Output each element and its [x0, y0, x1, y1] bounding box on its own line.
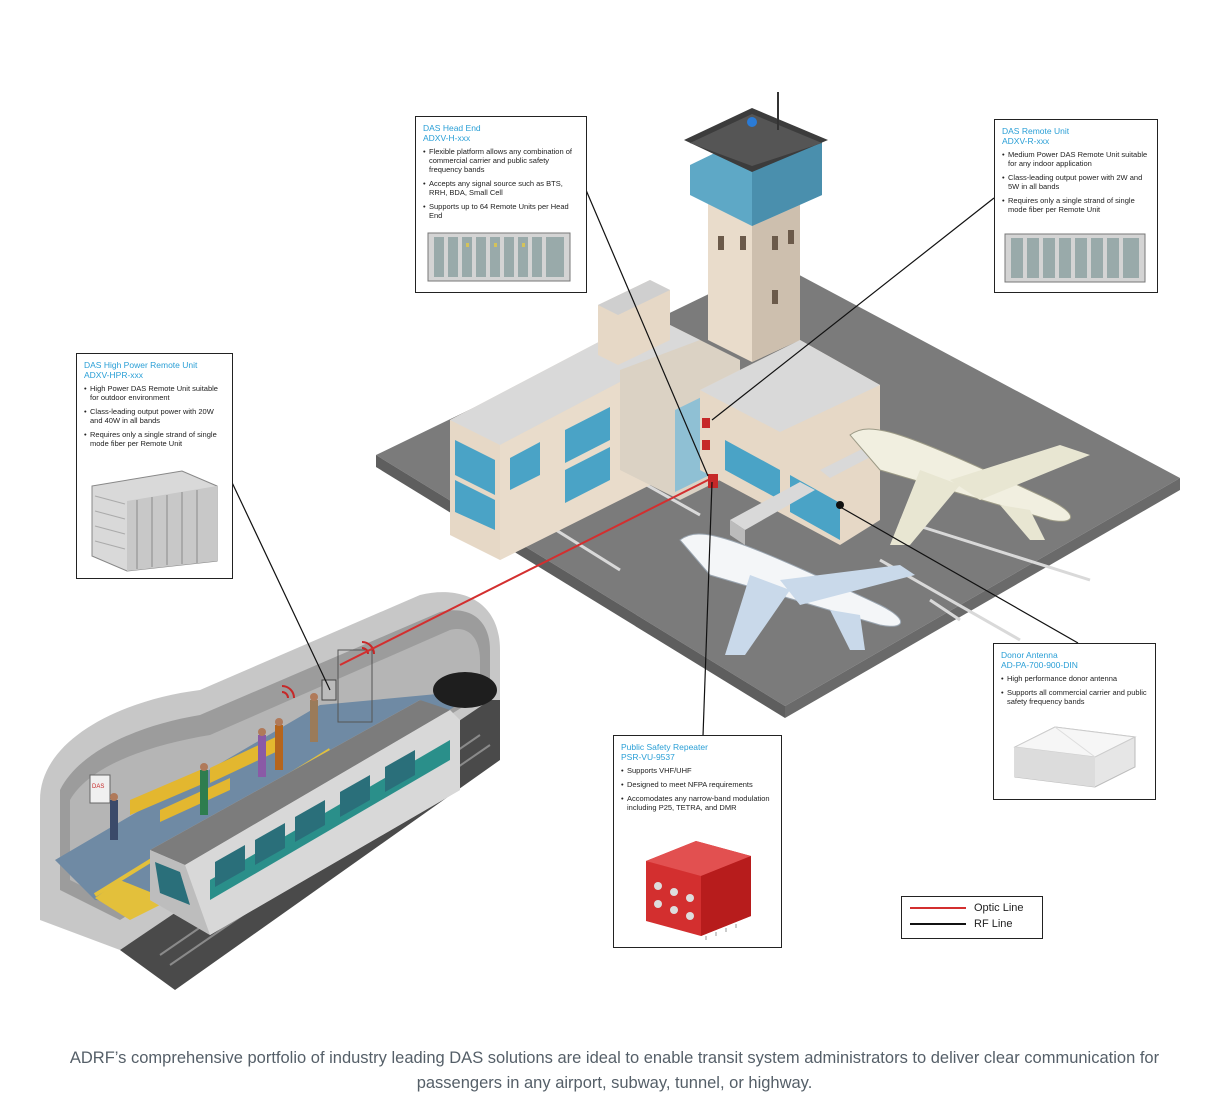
callout-bullet: High Power DAS Remote Unit suitable for …: [84, 384, 225, 402]
callout-bullet: Medium Power DAS Remote Unit suitable fo…: [1002, 150, 1150, 168]
optic-line-swatch: [910, 907, 966, 909]
callout-bullet: High performance donor antenna: [1001, 674, 1148, 683]
repeater-unit-image: [646, 841, 751, 940]
callout-title: DAS Remote Unit: [1002, 126, 1070, 136]
callout-head-end: DAS Head End ADXV-H-xxx Flexible platfor…: [415, 116, 587, 293]
airplane-right: [849, 428, 1090, 545]
callout-bullet: Class-leading output power with 20W and …: [84, 407, 225, 425]
callout-model: PSR-VU-9537: [621, 752, 675, 762]
callout-model: AD-PA-700-900-DIN: [1001, 660, 1078, 670]
callout-model: ADXV-H-xxx: [423, 133, 471, 143]
callout-model: ADXV-HPR-xxx: [84, 370, 144, 380]
callout-model: ADXV-R-xxx: [1002, 136, 1050, 146]
terminal-building: [450, 280, 880, 560]
callout-title: DAS Head End: [423, 123, 481, 133]
callout-bullet: Supports VHF/UHF: [621, 766, 774, 775]
callout-title: Public Safety Repeater: [621, 742, 708, 752]
callout-public-safety-repeater: Public Safety Repeater PSR-VU-9537 Suppo…: [613, 735, 782, 948]
callout-bullet: Designed to meet NFPA requirements: [621, 780, 774, 789]
subway-sign-text: DAS: [92, 784, 104, 790]
callout-bullet: Supports up to 64 Remote Units per Head …: [423, 202, 579, 220]
callout-high-power-remote-unit: DAS High Power Remote Unit ADXV-HPR-xxx …: [76, 353, 233, 579]
remote-unit-rack-image: [1004, 233, 1146, 283]
callout-title: DAS High Power Remote Unit: [84, 360, 198, 370]
callout-bullet: Class-leading output power with 2W and 5…: [1002, 173, 1150, 191]
high-power-unit-image: [91, 470, 218, 572]
rf-signal-icons: [281, 641, 375, 699]
control-tower: [684, 92, 828, 362]
callout-bullet: Supports all commercial carrier and publ…: [1001, 688, 1148, 706]
callout-bullet: Accomodates any narrow-band modulation i…: [621, 794, 774, 812]
head-end-marker: [708, 474, 718, 488]
legend: Optic Line RF Line: [901, 896, 1043, 939]
rf-line-swatch: [910, 923, 966, 925]
callout-bullet: Flexible platform allows any combination…: [423, 147, 579, 174]
legend-optic-label: Optic Line: [974, 902, 1024, 914]
airplane-left: [679, 533, 915, 655]
callout-bullet: Requires only a single strand of single …: [1002, 196, 1150, 214]
subway-station: DAS: [40, 592, 500, 990]
donor-antenna-image: [1013, 726, 1137, 788]
rf-leader-lines: [227, 189, 1079, 737]
legend-row-rf: RF Line: [910, 918, 1013, 930]
legend-rf-label: RF Line: [974, 918, 1013, 930]
legend-row-optic: Optic Line: [910, 902, 1024, 914]
callout-bullet: Accepts any signal source such as BTS, R…: [423, 179, 579, 197]
callout-remote-unit: DAS Remote Unit ADXV-R-xxx Medium Power …: [994, 119, 1158, 293]
callout-bullet: Requires only a single strand of single …: [84, 430, 225, 448]
callout-donor-antenna: Donor Antenna AD-PA-700-900-DIN High per…: [993, 643, 1156, 800]
optic-line: [339, 477, 713, 666]
head-end-rack-image: [427, 232, 571, 282]
caption: ADRF’s comprehensive portfolio of indust…: [69, 1049, 1160, 1092]
callout-title: Donor Antenna: [1001, 650, 1058, 660]
